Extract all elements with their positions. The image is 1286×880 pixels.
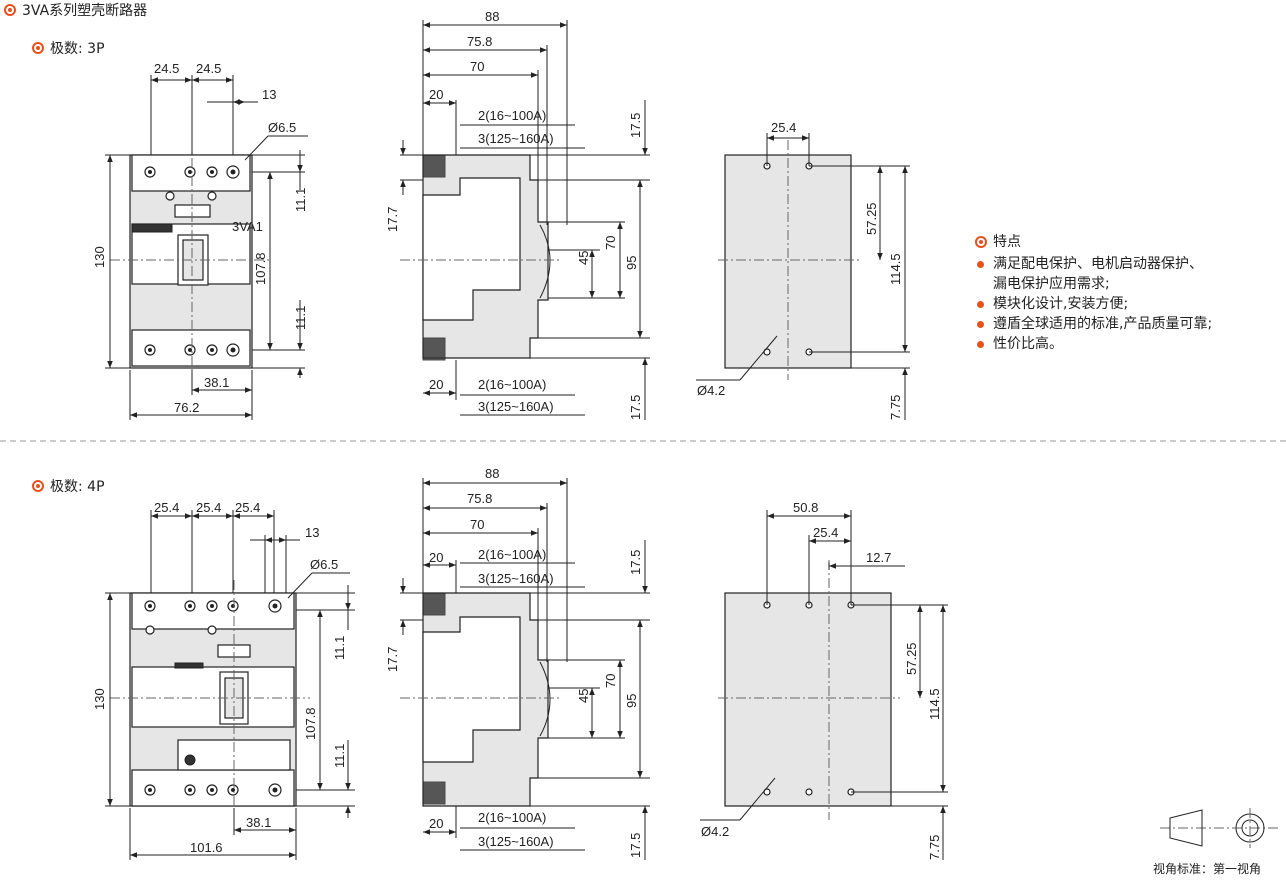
dimension-label: 45	[576, 251, 591, 265]
dimension-label: 95	[624, 694, 639, 708]
dimension-label: 88	[485, 466, 499, 481]
dimension-label: 13	[305, 525, 319, 540]
section-heading-4p: 极数: 4P	[32, 476, 105, 496]
dimension-label: 11.1	[332, 636, 347, 660]
dimension-label: 70	[470, 59, 484, 74]
dimension-label: 107.8	[253, 252, 268, 285]
dimension-label: 57.25	[904, 642, 919, 675]
dimension-label: 114.5	[888, 253, 903, 285]
dimension-label: 25.4	[813, 525, 838, 540]
dimension-label: 17.5	[628, 395, 643, 420]
features-bullet-icon	[975, 236, 987, 248]
features-panel: 特点 满足配电保护、电机启动器保护、漏电保护应用需求; 模块化设计,安装方便; …	[975, 232, 1212, 354]
dimension-label: 20	[429, 816, 443, 831]
dimension-label: Ø6.5	[310, 557, 338, 572]
side-view-3p: 88 75.8 70 20 2(16~100A) 3(125~160A) 17.…	[385, 9, 650, 420]
dimension-label: 38.1	[204, 375, 229, 390]
dimension-label: 45	[576, 689, 591, 703]
page-title: 3VA系列塑壳断路器	[22, 3, 148, 19]
dimension-label: 88	[485, 9, 499, 24]
dimension-label: 114.5	[927, 688, 942, 720]
terminal-screws-top-4p	[144, 599, 282, 635]
front-label: 3VA1	[232, 219, 263, 234]
features-list: 满足配电保护、电机启动器保护、漏电保护应用需求; 模块化设计,安装方便; 遵盾全…	[975, 254, 1212, 354]
dimension-label: 2(16~100A)	[478, 810, 546, 825]
dimension-label: 11.1	[293, 306, 308, 330]
dimension-label: 75.8	[467, 34, 492, 49]
mount-view-4p: 50.8 25.4 12.7 57.25 114.5 Ø4.2 7.75	[700, 500, 948, 860]
dimension-label: 25.4	[771, 120, 796, 135]
dimension-label: 11.1	[293, 188, 308, 212]
section-heading-4p-label: 极数: 4P	[50, 479, 105, 495]
dimension-label: 3(125~160A)	[478, 834, 554, 849]
feature-item: 遵盾全球适用的标准,产品质量可靠;	[975, 314, 1212, 334]
dimension-label: 12.7	[866, 550, 891, 565]
dimension-label: 38.1	[246, 815, 271, 830]
side-view-4p: 88 75.8 70 20 2(16~100A) 3(125~160A) 17.…	[385, 466, 650, 860]
dimension-label: 3(125~160A)	[478, 399, 554, 414]
section-heading-3p-label: 极数: 3P	[50, 41, 105, 57]
dimension-label: Ø4.2	[697, 383, 725, 398]
section-heading-3p: 极数: 3P	[32, 38, 105, 58]
dimension-label: 7.75	[927, 835, 942, 860]
dimension-label: 2(16~100A)	[478, 377, 546, 392]
dimension-label: 25.4	[196, 500, 221, 515]
dimension-label: Ø6.5	[268, 120, 296, 135]
feature-item: 模块化设计,安装方便;	[975, 294, 1212, 314]
dimension-label: 57.25	[864, 202, 879, 235]
features-title: 特点	[993, 234, 1021, 250]
dimension-label: 70	[470, 517, 484, 532]
first-angle-projection-icon	[1160, 808, 1280, 848]
dimension-label: 2(16~100A)	[478, 547, 546, 562]
dimension-label: 11.1	[332, 744, 347, 768]
dimension-label: 70	[603, 674, 618, 688]
dimension-label: 20	[429, 550, 443, 565]
dimension-label: 17.7	[385, 647, 400, 672]
feature-item: 满足配电保护、电机启动器保护、漏电保护应用需求;	[975, 254, 1212, 294]
dimension-label: 25.4	[154, 500, 179, 515]
dimension-label: 76.2	[174, 400, 199, 415]
dimension-label: 7.75	[888, 395, 903, 420]
dimension-label: 70	[603, 236, 618, 250]
page-title-row: 3VA系列塑壳断路器	[4, 0, 147, 20]
dimension-label: 107.8	[303, 707, 318, 740]
dimension-label: 130	[92, 246, 107, 268]
dimension-label: 17.5	[628, 833, 643, 858]
dimension-label: 17.5	[628, 550, 643, 575]
feature-item: 性价比高。	[975, 334, 1212, 354]
dimension-label: 20	[429, 87, 443, 102]
section-bullet-icon	[32, 42, 44, 54]
dimension-label: 20	[429, 377, 443, 392]
front-view-3p: 3VA1 24.5 24.5 13 Ø6.5	[92, 61, 308, 420]
view-standard-label: 视角标准：第一视角	[1153, 862, 1262, 876]
terminal-screws-top-3p	[144, 165, 240, 201]
dimension-label: 130	[92, 688, 107, 710]
dimension-label: 95	[624, 256, 639, 270]
dimension-label: 17.7	[385, 207, 400, 232]
dimension-label: 3(125~160A)	[478, 571, 554, 586]
front-view-4p: 25.4 25.4 25.4 13 Ø6.5 130 107.8 11.1 11…	[92, 500, 355, 860]
dimension-label: 2(16~100A)	[478, 108, 546, 123]
dimension-label: 101.6	[190, 840, 223, 855]
mount-view-3p: 25.4 57.25 114.5 Ø4.2 7.75	[696, 120, 910, 420]
terminal-screws-bottom-4p	[144, 783, 282, 797]
dimension-label: 75.8	[467, 491, 492, 506]
dimension-label: 24.5	[196, 61, 221, 76]
dimension-label: 50.8	[793, 500, 818, 515]
dimension-label: 13	[262, 87, 276, 102]
section-bullet-icon	[32, 480, 44, 492]
dimension-label: 24.5	[154, 61, 179, 76]
title-bullet-icon	[4, 4, 16, 16]
dimension-label: 17.5	[628, 113, 643, 138]
dimension-label: Ø4.2	[701, 824, 729, 839]
dimension-label: 3(125~160A)	[478, 131, 554, 146]
features-title-row: 特点	[975, 232, 1212, 252]
dimension-label: 25.4	[235, 500, 260, 515]
